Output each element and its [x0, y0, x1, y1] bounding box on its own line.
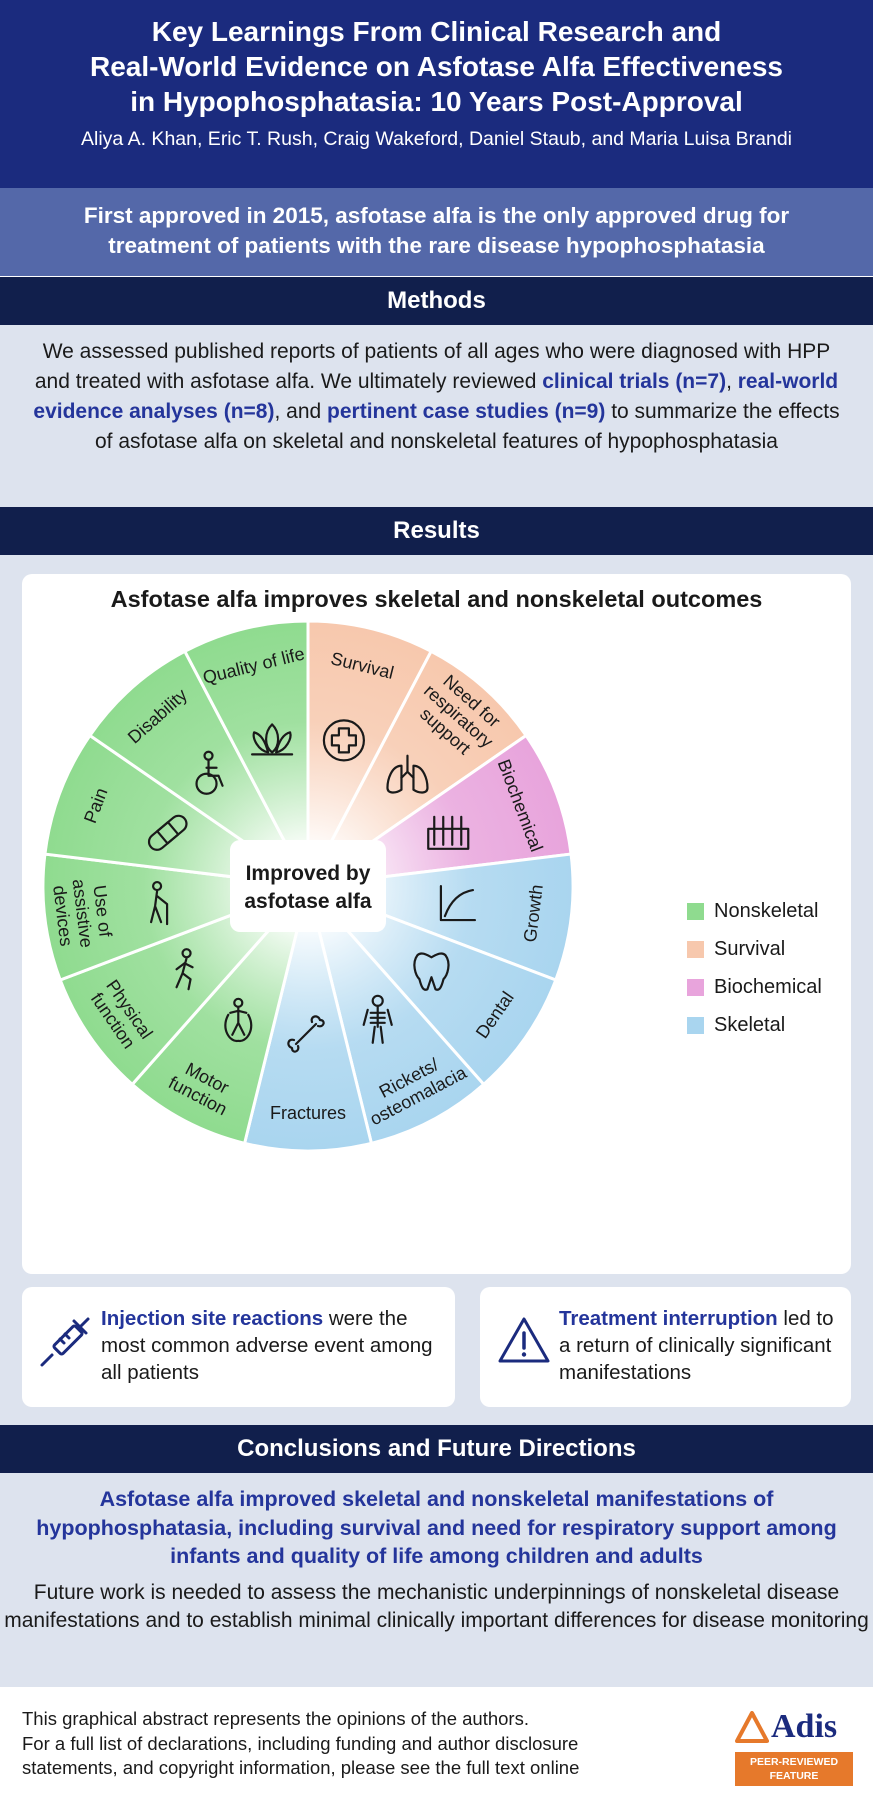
- conclusions-heading: Conclusions and Future Directions: [0, 1425, 873, 1473]
- note-highlight: Treatment interruption: [559, 1307, 778, 1330]
- methods-heading: Methods: [0, 277, 873, 325]
- conclusion-main: Asfotase alfa improved skeletal and nons…: [36, 1487, 837, 1568]
- intro-line: First approved in 2015, asfotase alfa is…: [83, 203, 790, 228]
- adverse-event-text: Injection site reactions were the most c…: [101, 1305, 446, 1386]
- wheel-segment-disability: [87, 649, 310, 888]
- adverse-event-card: Injection site reactions were the most c…: [22, 1287, 455, 1407]
- intro-line: treatment of patients with the rare dise…: [108, 233, 765, 258]
- conclusions-section: Asfotase alfa improved skeletal and nons…: [0, 1473, 873, 1687]
- disclaimer-line: For a full list of declarations, includi…: [22, 1732, 579, 1754]
- legend-item-skeletal: Skeletal: [687, 1006, 822, 1044]
- badge-line: PEER-REVIEWED: [749, 1756, 839, 1768]
- note-highlight: Injection site reactions: [101, 1307, 324, 1330]
- wheel-segment-label: Fractures: [270, 1103, 346, 1123]
- disclaimer: This graphical abstract represents the o…: [22, 1707, 702, 1781]
- legend-item-survival: Survival: [687, 930, 822, 968]
- legend-label: Skeletal: [714, 1013, 786, 1036]
- tooth-icon: [413, 952, 450, 991]
- growth-curve-icon: [439, 884, 477, 922]
- skeleton-icon: [362, 994, 393, 1044]
- conclusion-future-work: Future work is needed to assess the mech…: [4, 1580, 869, 1632]
- adis-logo: Adis PEER-REVIEWED FEATURE: [735, 1709, 853, 1786]
- legend-label: Nonskeletal: [714, 899, 819, 922]
- wheel-center-label: Improved by: [246, 862, 371, 885]
- wheel-segment-rickets-osteomalacia: [306, 885, 486, 1146]
- legend-item-biochemical: Biochemical: [687, 968, 822, 1006]
- methods-text: We assessed published reports of patient…: [0, 325, 873, 507]
- bone-icon: [287, 1015, 325, 1053]
- wheel-segment-physical-function: [58, 884, 310, 1087]
- wheel-center-box: [230, 840, 386, 932]
- title-line: Key Learnings From Clinical Research and: [151, 16, 722, 47]
- disclaimer-line: This graphical abstract represents the o…: [22, 1708, 529, 1729]
- title-line: Real-World Evidence on Asfotase Alfa Eff…: [90, 51, 783, 82]
- syringe-icon: [40, 1317, 90, 1367]
- test-tubes-icon: [427, 815, 470, 850]
- walking-person-icon: [175, 948, 194, 991]
- footer: This graphical abstract represents the o…: [0, 1687, 873, 1798]
- wheel-segment-label: Use ofassistivedevices: [49, 875, 117, 951]
- results-heading: Results: [0, 507, 873, 555]
- wheel-segment-dental: [306, 884, 558, 1087]
- header: Key Learnings From Clinical Research and…: [0, 0, 873, 188]
- legend-swatch: [687, 940, 704, 958]
- wheel-segment-motor-function: [130, 885, 310, 1146]
- methods-text-part: We assessed published reports of patient…: [34, 340, 831, 393]
- methods-highlight: clinical trials (n=7): [542, 370, 727, 393]
- adis-triangle-icon: [735, 1711, 769, 1743]
- wheel-segment-qualityoflife: [182, 619, 310, 887]
- authors: Aliya A. Khan, Eric T. Rush, Craig Wakef…: [80, 128, 793, 150]
- title: Key Learnings From Clinical Research and…: [0, 0, 873, 119]
- treatment-interruption-card: Treatment interruption led to a return o…: [480, 1287, 851, 1407]
- wheel-segment-fractures: [242, 885, 374, 1153]
- lotus-icon: [251, 723, 294, 756]
- legend-swatch: [687, 902, 704, 920]
- methods-text-part: to summarize the effects of asfotase alf…: [95, 400, 840, 453]
- methods-highlight: pertinent case studies (n=9): [327, 400, 606, 423]
- note-rest: led to a return of clinically significan…: [559, 1307, 834, 1384]
- wheel-segment-survival: [306, 619, 434, 887]
- intro-banner: First approved in 2015, asfotase alfa is…: [0, 188, 873, 276]
- note-rest: were the most common adverse event among…: [101, 1307, 433, 1384]
- outcomes-wheel-card: Asfotase alfa improves skeletal and nons…: [22, 574, 851, 1274]
- wheel-center-label: asfotase alfa: [244, 890, 372, 913]
- wheel-title: Asfotase alfa improves skeletal and nons…: [110, 586, 763, 612]
- warning-icon: [498, 1317, 550, 1363]
- legend-label: Survival: [714, 937, 786, 960]
- bandage-icon: [147, 814, 188, 851]
- cane-person-icon: [149, 880, 169, 926]
- lungs-icon: [386, 754, 429, 794]
- badge-line: FEATURE: [769, 1770, 819, 1782]
- methods-text-part: ,: [726, 370, 738, 393]
- medical-cross-icon: [322, 719, 365, 762]
- wheel-segment-needfor-respiratory-support: [306, 649, 529, 888]
- peer-reviewed-badge: PEER-REVIEWED FEATURE: [735, 1752, 853, 1786]
- wheelchair-icon: [195, 750, 224, 795]
- disclaimer-line: statements, and copyright information, p…: [22, 1757, 580, 1778]
- adis-brand: Adis: [771, 1708, 838, 1745]
- legend-label: Biochemical: [714, 975, 822, 998]
- jump-rope-icon: [224, 997, 253, 1042]
- results-section: Asfotase alfa improves skeletal and nons…: [0, 555, 873, 1425]
- treatment-interruption-text: Treatment interruption led to a return o…: [559, 1305, 844, 1386]
- legend-item-nonskeletal: Nonskeletal: [687, 892, 822, 930]
- title-line: in Hypophosphatasia: 10 Years Post-Appro…: [130, 86, 743, 117]
- legend-swatch: [687, 978, 704, 996]
- methods-highlight: real-world evidence analyses (n=8): [33, 370, 839, 423]
- methods-text-part: , and: [274, 400, 328, 423]
- legend-swatch: [687, 1016, 704, 1034]
